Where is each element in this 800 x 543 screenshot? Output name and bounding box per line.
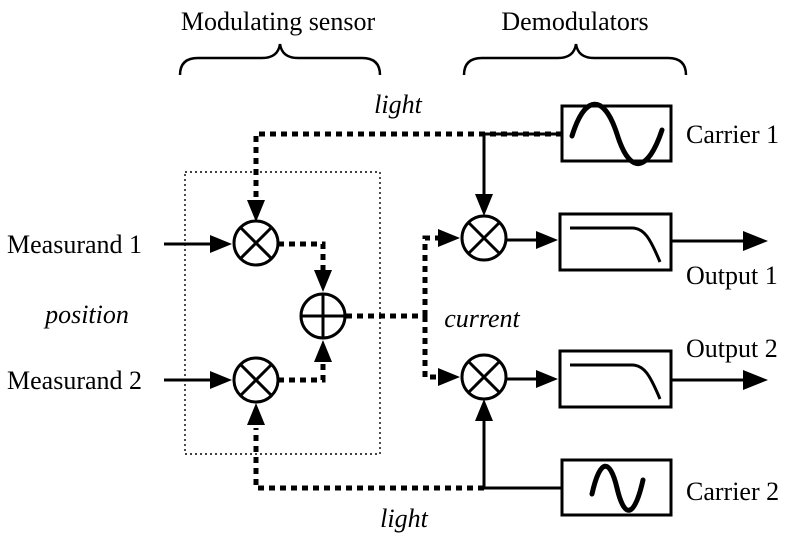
low-pass-filter-1	[558, 212, 673, 272]
demodulators-heading: Demodulators	[501, 7, 648, 36]
light-bottom-label: light	[380, 504, 428, 533]
demod1-to-filter1-arrowhead	[536, 231, 558, 249]
sine-wave-icon	[589, 463, 646, 513]
demod-multiplier-2	[460, 353, 508, 401]
output-1-arrowhead	[743, 231, 768, 251]
mult1-to-adder-arrowhead	[314, 270, 332, 292]
modulating-sensor-enclosure	[184, 171, 381, 455]
output-2-arrowhead	[743, 370, 768, 390]
measurand-2-label: Measurand 2	[7, 366, 142, 395]
carrier1-to-demod1-line	[482, 132, 562, 196]
low-pass-filter-2	[558, 349, 673, 409]
carrier-1-oscillator	[560, 101, 673, 166]
light-top-path	[253, 131, 562, 205]
adder-summing-junction	[299, 292, 347, 340]
modulating-sensor-heading: Modulating sensor	[181, 7, 376, 36]
carrier-2-oscillator	[560, 458, 673, 517]
demod2-to-filter2-arrowhead	[536, 370, 558, 388]
output-2-label: Output 2	[686, 334, 778, 363]
current-label: current	[444, 304, 520, 333]
current-to-demod2-path	[422, 316, 440, 380]
carrier-2-label: Carrier 2	[686, 477, 779, 506]
mod-multiplier-1	[232, 219, 280, 267]
carrier1-to-demod1-arrowhead	[475, 194, 493, 216]
position-label: position	[43, 300, 129, 329]
mult1-to-adder-path	[278, 241, 326, 272]
demodulators-brace	[462, 43, 688, 76]
mult2-to-adder-path	[278, 360, 326, 383]
measurand-2-arrowhead	[210, 371, 232, 389]
light-bottom-arrowhead	[247, 403, 265, 425]
mod-multiplier-2	[232, 356, 280, 404]
carrier2-to-demod2-line	[482, 419, 562, 490]
sine-wave-icon	[569, 101, 665, 166]
light-top-label: light	[374, 90, 422, 119]
current-to-demod1-path	[422, 235, 440, 316]
demod-multiplier-1	[460, 214, 508, 262]
measurand-1-arrowhead	[210, 235, 232, 253]
light-bottom-path	[253, 428, 484, 491]
lowpass-response-icon	[570, 226, 662, 263]
lowpass-response-icon	[570, 363, 662, 400]
light-top-arrowhead	[247, 200, 265, 222]
modulating-sensor-brace	[178, 43, 382, 76]
current-to-demod1-arrowhead	[438, 229, 460, 247]
carrier2-to-demod2-arrowhead	[475, 399, 493, 421]
output-1-label: Output 1	[686, 261, 778, 290]
carrier-1-label: Carrier 1	[686, 120, 779, 149]
current-to-demod2-arrowhead	[438, 368, 460, 386]
mult2-to-adder-arrowhead	[314, 340, 332, 362]
measurand-1-label: Measurand 1	[7, 230, 142, 259]
